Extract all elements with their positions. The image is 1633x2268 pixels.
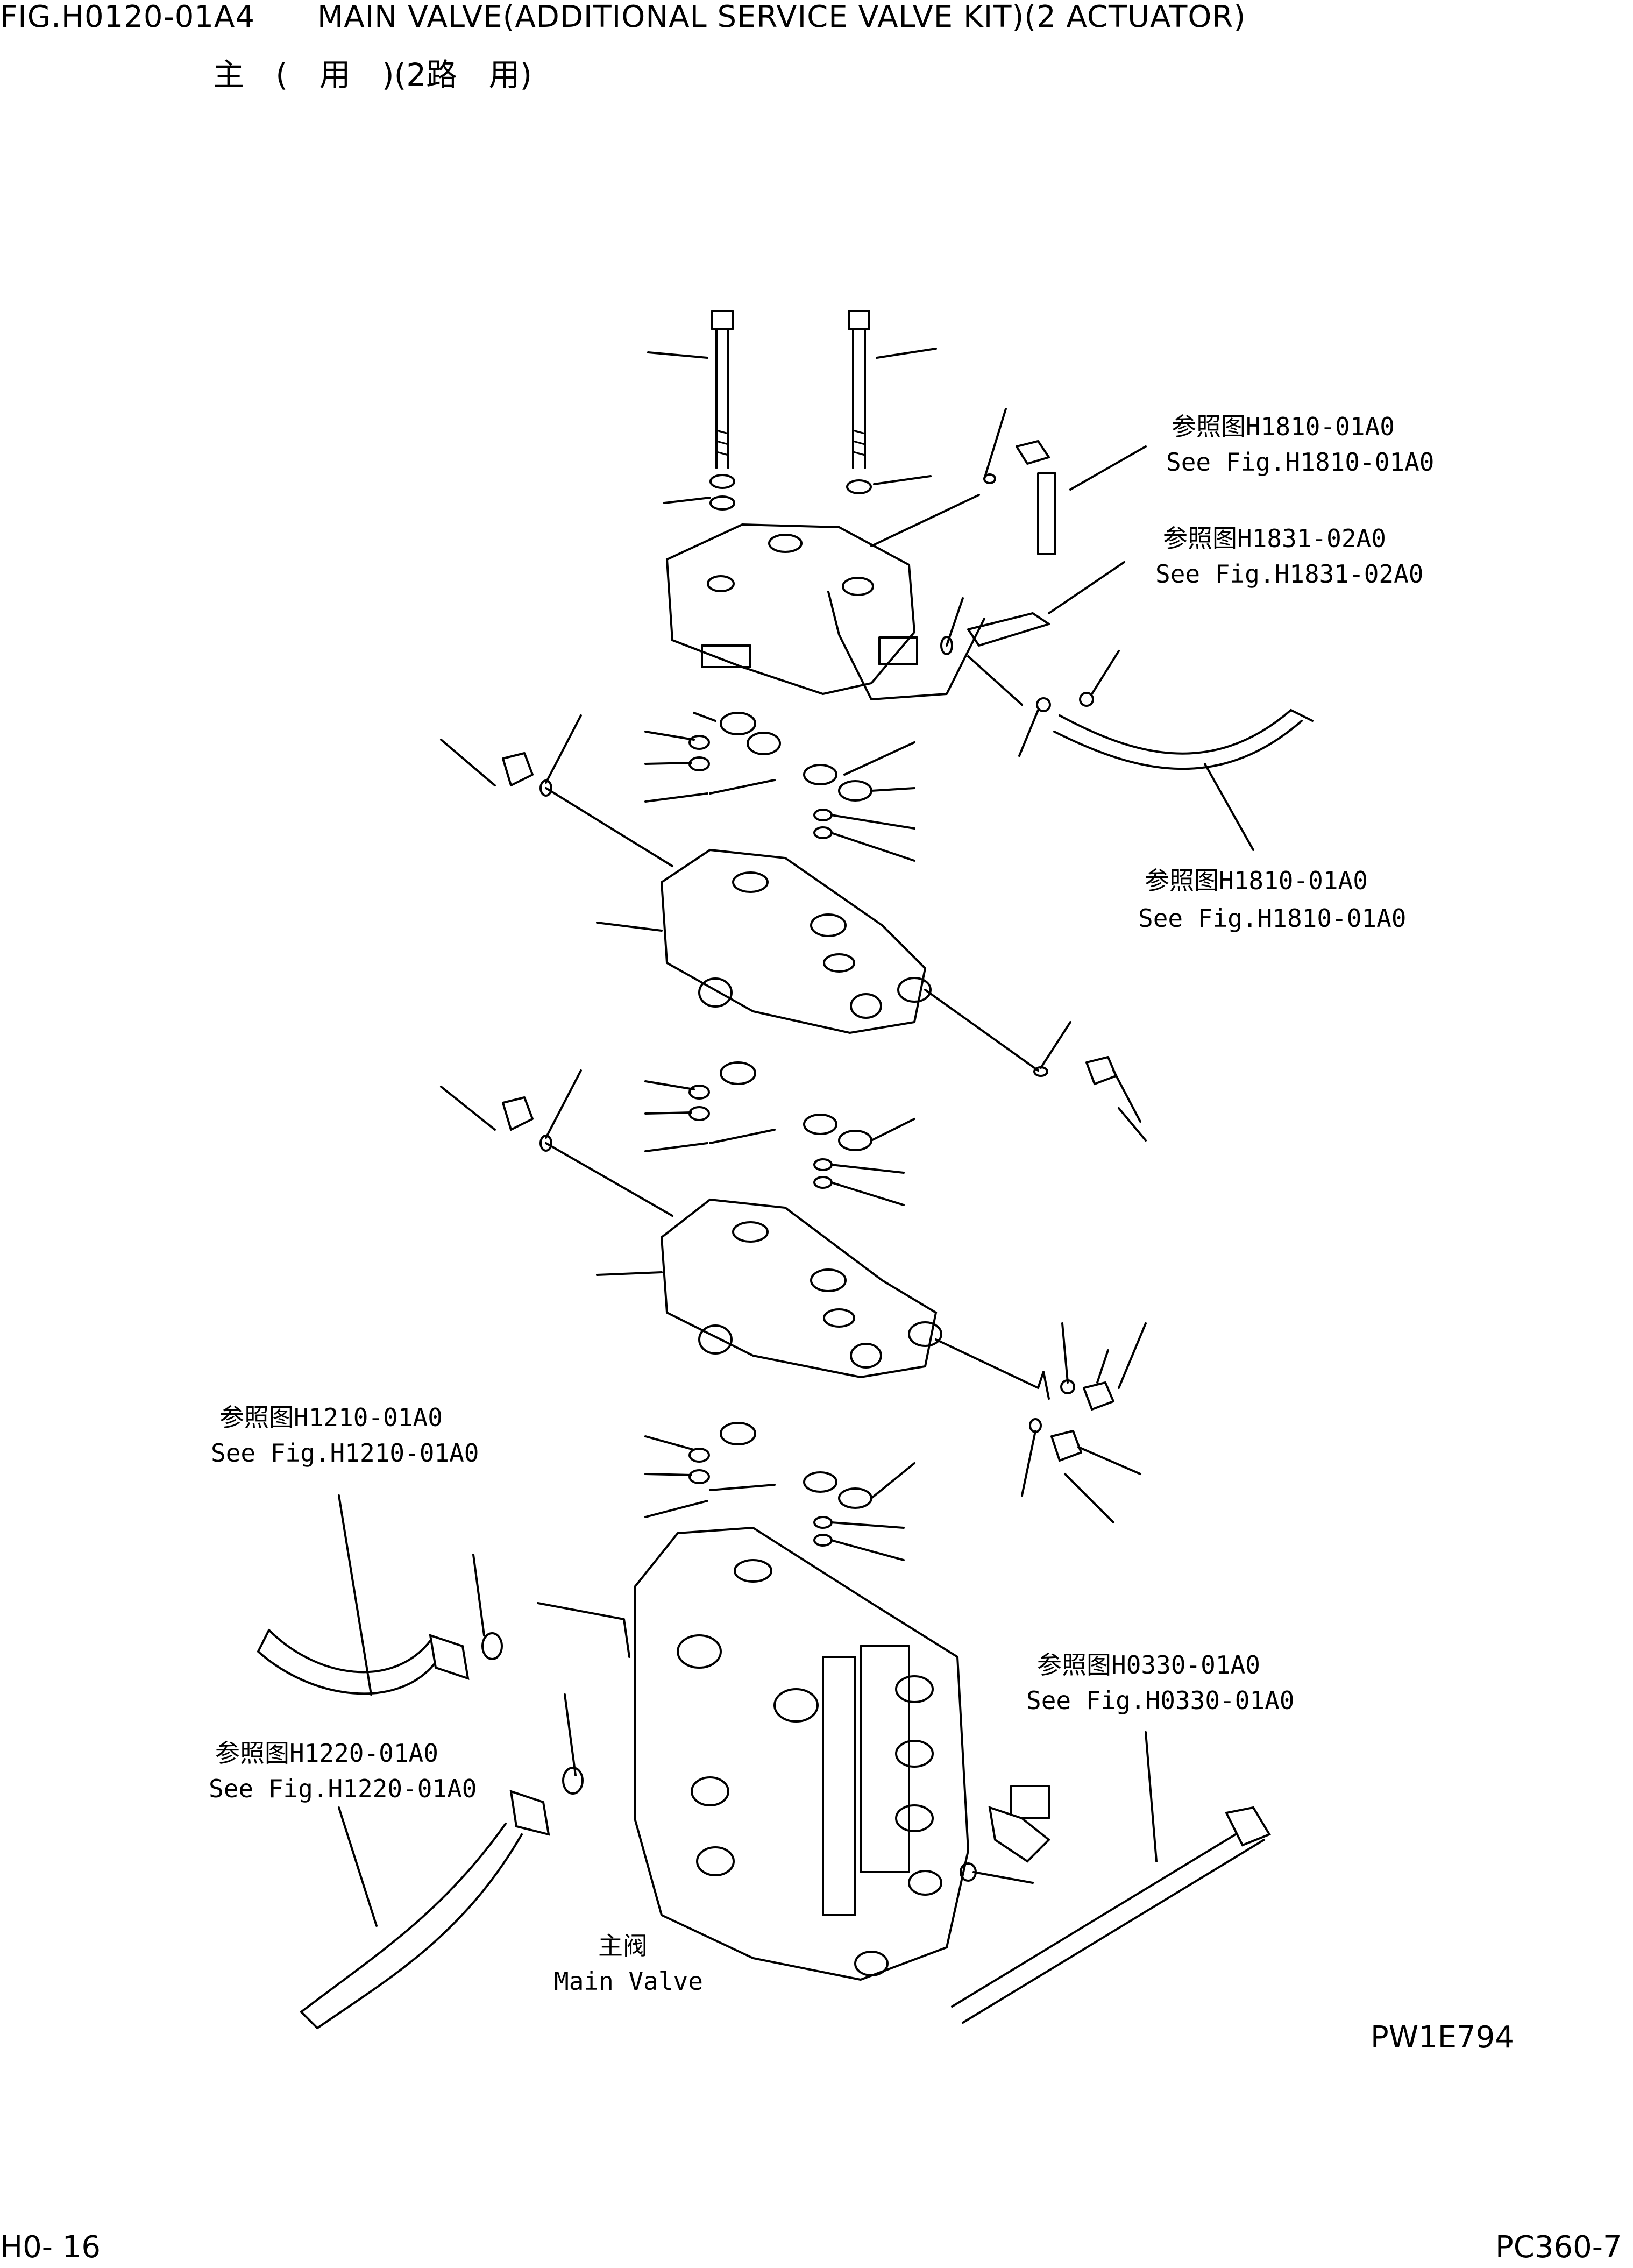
reference-3-en[interactable]: See Fig.H1810-01A0 [1138,904,1407,933]
model-number: PC360-7 [1495,2230,1622,2265]
main-valve-label-cn: 主阀 [598,1931,648,1960]
main-valve-label-en: Main Valve [554,1967,703,1996]
main-valve-body [634,1526,1050,1981]
drawing-code: PW1E794 [1371,2020,1515,2055]
figure-id: FIG.H0120-01A4 [0,0,255,34]
bolt-left [711,310,734,469]
reference-4-en[interactable]: See Fig.H1210-01A0 [211,1438,479,1468]
reference-5-en[interactable]: See Fig.H1220-01A0 [209,1774,477,1803]
valve-section-1 [660,848,932,1034]
reference-1-cn: 参照图H1810-01A0 [1172,412,1395,441]
reference-6-en[interactable]: See Fig.H0330-01A0 [1026,1686,1295,1715]
page-subtitle-cn: 主 ( 用 )(2路 用) [213,56,532,93]
reference-2-en[interactable]: See Fig.H1831-02A0 [1155,559,1424,589]
reference-6-cn: 参照图H0330-01A0 [1037,1650,1260,1679]
bolt-right [848,310,870,469]
page-number: H0- 16 [0,2230,101,2265]
reference-3-cn: 参照图H1810-01A0 [1145,866,1368,895]
reference-4-cn: 参照图H1210-01A0 [219,1403,443,1432]
valve-section-2 [660,1198,942,1379]
page-title: MAIN VALVE(ADDITIONAL SERVICE VALVE KIT)… [317,0,1246,34]
top-valve-block [665,523,918,696]
reference-1-en[interactable]: See Fig.H1810-01A0 [1166,448,1435,477]
reference-2-cn: 参照图H1831-02A0 [1163,524,1386,553]
reference-5-cn: 参照图H1220-01A0 [215,1739,438,1768]
